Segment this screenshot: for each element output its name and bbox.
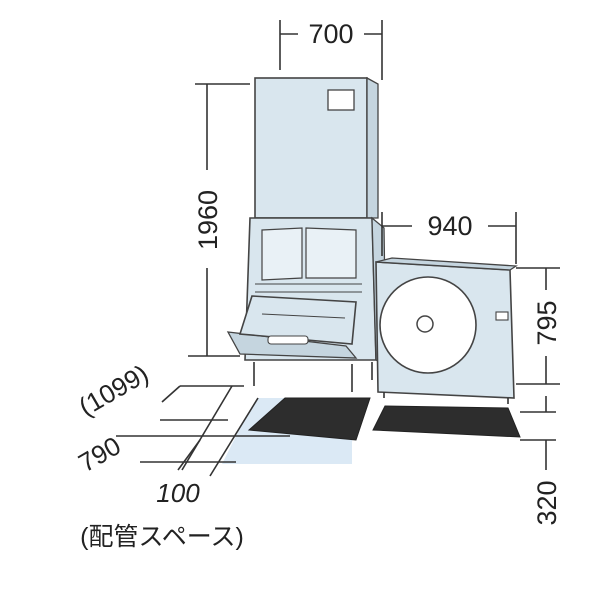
dimension-lines [116,20,560,477]
right-unit-top [375,257,518,271]
control-panel [327,89,355,111]
front-mat-right [372,405,521,438]
right-unit [375,257,518,404]
bin-window-right [305,227,357,279]
fan-hub [416,315,434,333]
door-handle [267,335,309,345]
dim-height-right-unit: 795 [532,300,562,345]
bin-window-left [261,227,303,281]
ice-maker-side [366,76,379,219]
dim-depth-790: 790 [73,430,126,478]
dim-height-left: 1960 [193,190,223,250]
dim-depth-1099: (1099) [73,358,153,422]
tall-unit [226,76,387,392]
front-mat-left [247,397,371,441]
piping-space-label: (配管スペース) [80,523,244,551]
right-unit-badge [495,311,509,321]
dim-width-top: 700 [308,19,353,49]
dim-depth-320: 320 [532,480,562,525]
floor-area [222,397,521,464]
dim-width-right-unit: 940 [427,211,472,241]
hopper-inner [238,295,357,345]
dim-depth-100: 100 [156,478,200,508]
